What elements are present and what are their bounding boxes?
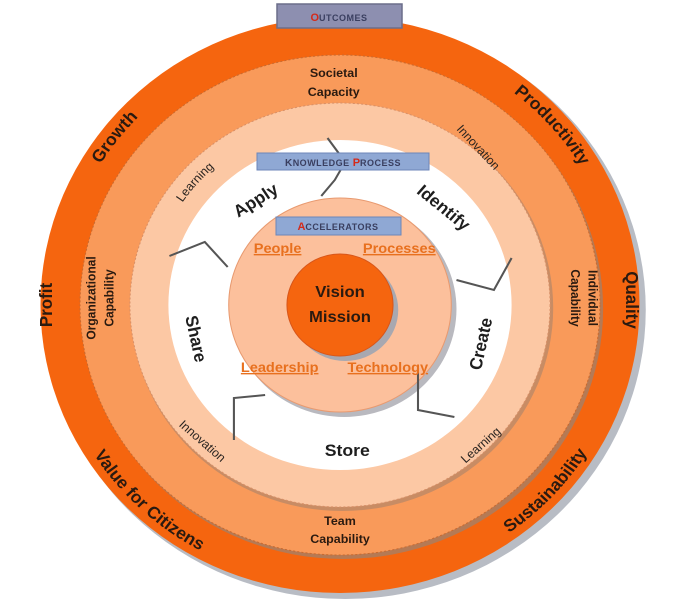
outcome-quality: Quality — [622, 271, 642, 329]
knowledge-process-banner-label: KNOWLEDGE PROCESS — [285, 157, 401, 169]
accelerators-banner: ACCELERATORS — [275, 216, 402, 236]
knowledge-banner-rest-2: ROCESS — [360, 158, 401, 168]
accelerators-banner-initial: A — [297, 221, 305, 233]
process-dividers — [169, 137, 513, 440]
knowledge-process-banner-box — [256, 152, 430, 171]
accelerator-people: People — [254, 241, 302, 257]
capability-individual-line1: Individual — [586, 270, 600, 326]
outcomes-banner-box — [276, 3, 403, 29]
process-store: Store — [325, 440, 371, 460]
capability-societal-line2: Capacity — [308, 85, 360, 99]
capability-team-line2: Capability — [310, 532, 370, 546]
capability-team-line1: Team — [324, 514, 356, 528]
center-mission: Mission — [309, 308, 371, 326]
knowledge-banner-rest-1: NOWLEDGE — [293, 158, 353, 168]
knowledge-banner-initial-1: K — [285, 158, 293, 169]
capability-team: Team Capability — [310, 514, 370, 546]
divider-apply-identify — [320, 137, 347, 197]
accelerator-leadership: Leadership — [241, 360, 319, 376]
accelerator-technology: Technology — [348, 360, 429, 376]
outcomes-banner-label: OUTCOMES — [310, 12, 367, 24]
knowledge-process-banner: KNOWLEDGE PROCESS — [256, 152, 430, 171]
divider-identify-create — [456, 257, 513, 292]
accelerators-banner-box — [275, 216, 402, 236]
accelerator-processes: Processes — [363, 241, 436, 257]
capability-individual: Individual Capability — [568, 269, 600, 327]
center-vision: Vision — [315, 283, 365, 301]
divider-create-store — [416, 368, 455, 418]
accelerators-banner-label: ACCELERATORS — [297, 221, 378, 233]
center-circle — [286, 253, 394, 357]
capability-societal: Societal Capacity — [308, 66, 360, 99]
capability-societal-line1: Societal — [310, 66, 358, 80]
divider-share-apply — [169, 240, 229, 268]
knowledge-banner-initial-2: P — [353, 157, 360, 169]
capability-organizational-line2: Capability — [102, 269, 116, 327]
capability-organizational-line1: Organizational — [84, 256, 98, 339]
capability-organizational: Organizational Capability — [84, 256, 116, 339]
outcome-profit: Profit — [36, 283, 56, 328]
outcomes-banner-initial: O — [310, 12, 319, 24]
outcomes-banner: OUTCOMES — [276, 3, 403, 29]
accelerators-banner-rest: CCELERATORS — [305, 222, 378, 232]
divider-store-share — [232, 394, 266, 440]
capability-individual-line2: Capability — [568, 269, 582, 327]
outcomes-banner-rest: UTCOMES — [319, 13, 368, 23]
